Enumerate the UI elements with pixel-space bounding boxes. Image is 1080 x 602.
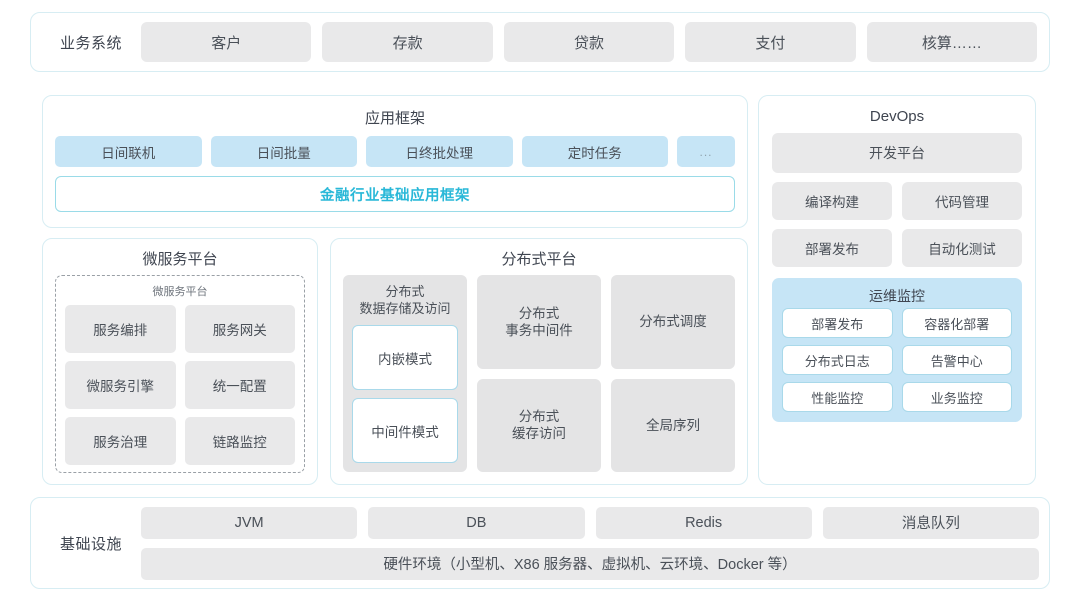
business-card-payment[interactable]: 支付 (685, 22, 856, 62)
distributed-row-bottom: 分布式 缓存访问 全局序列 (477, 378, 735, 472)
application-framework-title: 应用框架 (364, 110, 425, 127)
infra-card-message-queue[interactable]: 消息队列 (822, 506, 1039, 539)
infrastructure-content: JVM DB Redis 消息队列 硬件环境（小型机、X86 服务器、虚拟机、云… (141, 506, 1039, 580)
dist-card-data-storage-access[interactable]: 分布式 数据存储及访问 内嵌模式 中间件模式 (343, 275, 467, 472)
infrastructure-label: 基础设施 (59, 535, 122, 553)
devops-card-automated-testing[interactable]: 自动化测试 (902, 229, 1022, 267)
business-card-loan[interactable]: 贷款 (503, 22, 675, 62)
ops-monitoring-cards: 部署发布 容器化部署 分布式日志 告警中心 性能监控 业务监控 (782, 308, 1012, 412)
infra-card-redis[interactable]: Redis (595, 506, 812, 539)
dist-card-cache-access[interactable]: 分布式 缓存访问 (477, 378, 601, 472)
distributed-row-top: 分布式 事务中间件 分布式调度 (477, 275, 735, 369)
distributed-platform-panel: 分布式平台 分布式 数据存储及访问 内嵌模式 中间件模式 分布式 事务中间件 分… (330, 238, 748, 485)
ms-card-service-orchestration[interactable]: 服务编排 (65, 305, 176, 353)
devops-card-deploy-release[interactable]: 部署发布 (772, 229, 892, 267)
dist-card-global-sequence[interactable]: 全局序列 (611, 378, 735, 472)
devops-title: DevOps (869, 108, 925, 125)
microservice-platform-panel: 微服务平台 微服务平台 服务编排 服务网关 微服务引擎 统一配置 服务治理 链路… (42, 238, 318, 485)
ms-card-trace-monitoring[interactable]: 链路监控 (184, 417, 295, 465)
devops-card-compile-build[interactable]: 编译构建 (772, 182, 892, 220)
microservice-inner-box: 微服务平台 服务编排 服务网关 微服务引擎 统一配置 服务治理 链路监控 (55, 275, 305, 473)
microservice-inner-title: 微服务平台 (152, 286, 208, 298)
devops-panel: DevOps 开发平台 编译构建 代码管理 部署发布 自动化测试 运维监控 部署… (758, 95, 1036, 485)
business-card-customer[interactable]: 客户 (141, 22, 312, 62)
distributed-platform-title: 分布式平台 (501, 251, 577, 268)
dist-sub-embedded-mode[interactable]: 内嵌模式 (352, 325, 458, 390)
distributed-storage-column: 分布式 数据存储及访问 内嵌模式 中间件模式 (343, 275, 467, 472)
business-card-accounting[interactable]: 核算…… (866, 22, 1038, 62)
devops-card-code-management[interactable]: 代码管理 (902, 182, 1022, 220)
financial-base-framework-banner[interactable]: 金融行业基础应用框架 (55, 176, 735, 212)
ops-card-performance-monitoring[interactable]: 性能监控 (782, 382, 893, 412)
ms-card-service-gateway[interactable]: 服务网关 (184, 305, 295, 353)
ops-monitoring-box: 运维监控 部署发布 容器化部署 分布式日志 告警中心 性能监控 业务监控 (772, 278, 1022, 422)
distributed-platform-body: 分布式 数据存储及访问 内嵌模式 中间件模式 分布式 事务中间件 分布式调度 分… (343, 275, 735, 472)
ms-card-service-governance[interactable]: 服务治理 (65, 417, 176, 465)
microservice-platform-title: 微服务平台 (142, 251, 218, 268)
business-systems-label: 业务系统 (59, 34, 122, 52)
devops-cards: 编译构建 代码管理 部署发布 自动化测试 (772, 182, 1022, 267)
dist-storage-title: 分布式 数据存储及访问 (359, 284, 451, 316)
infrastructure-cards: JVM DB Redis 消息队列 (141, 506, 1039, 539)
app-card-eod-batch[interactable]: 日终批处理 (366, 136, 513, 167)
devops-card-dev-platform[interactable]: 开发平台 (772, 133, 1022, 173)
ms-card-microservice-engine[interactable]: 微服务引擎 (65, 361, 176, 409)
business-systems-cards: 客户 存款 贷款 支付 核算…… (141, 22, 1039, 62)
app-card-more[interactable]: ... (677, 136, 735, 167)
ms-card-unified-config[interactable]: 统一配置 (184, 361, 295, 409)
app-card-daytime-online[interactable]: 日间联机 (55, 136, 202, 167)
ops-card-distributed-log[interactable]: 分布式日志 (782, 345, 893, 375)
dist-card-distributed-scheduling[interactable]: 分布式调度 (611, 275, 735, 369)
microservice-cards: 服务编排 服务网关 微服务引擎 统一配置 服务治理 链路监控 (65, 305, 295, 465)
distributed-cards-column: 分布式 事务中间件 分布式调度 分布式 缓存访问 全局序列 (477, 275, 735, 472)
application-framework-cards: 日间联机 日间批量 日终批处理 定时任务 ... (55, 136, 735, 167)
app-card-daytime-batch[interactable]: 日间批量 (210, 136, 357, 167)
ops-card-deploy-release[interactable]: 部署发布 (782, 308, 893, 338)
ops-card-business-monitoring[interactable]: 业务监控 (901, 382, 1012, 412)
dist-card-transaction-middleware[interactable]: 分布式 事务中间件 (477, 275, 601, 369)
business-systems-panel: 业务系统 客户 存款 贷款 支付 核算…… (30, 12, 1050, 72)
dist-sub-middleware-mode[interactable]: 中间件模式 (352, 398, 458, 463)
ops-card-alert-center[interactable]: 告警中心 (901, 345, 1012, 375)
infra-card-hardware-environment[interactable]: 硬件环境（小型机、X86 服务器、虚拟机、云环境、Docker 等） (141, 547, 1039, 580)
app-card-scheduled-task[interactable]: 定时任务 (521, 136, 668, 167)
infra-card-jvm[interactable]: JVM (141, 506, 358, 539)
ops-monitoring-title: 运维监控 (869, 288, 925, 304)
business-card-deposit[interactable]: 存款 (322, 22, 493, 62)
infrastructure-panel: 基础设施 JVM DB Redis 消息队列 硬件环境（小型机、X86 服务器、… (30, 497, 1050, 589)
ops-card-container-deploy[interactable]: 容器化部署 (901, 308, 1012, 338)
infra-card-db[interactable]: DB (368, 506, 585, 539)
application-framework-panel: 应用框架 日间联机 日间批量 日终批处理 定时任务 ... 金融行业基础应用框架 (42, 95, 748, 228)
